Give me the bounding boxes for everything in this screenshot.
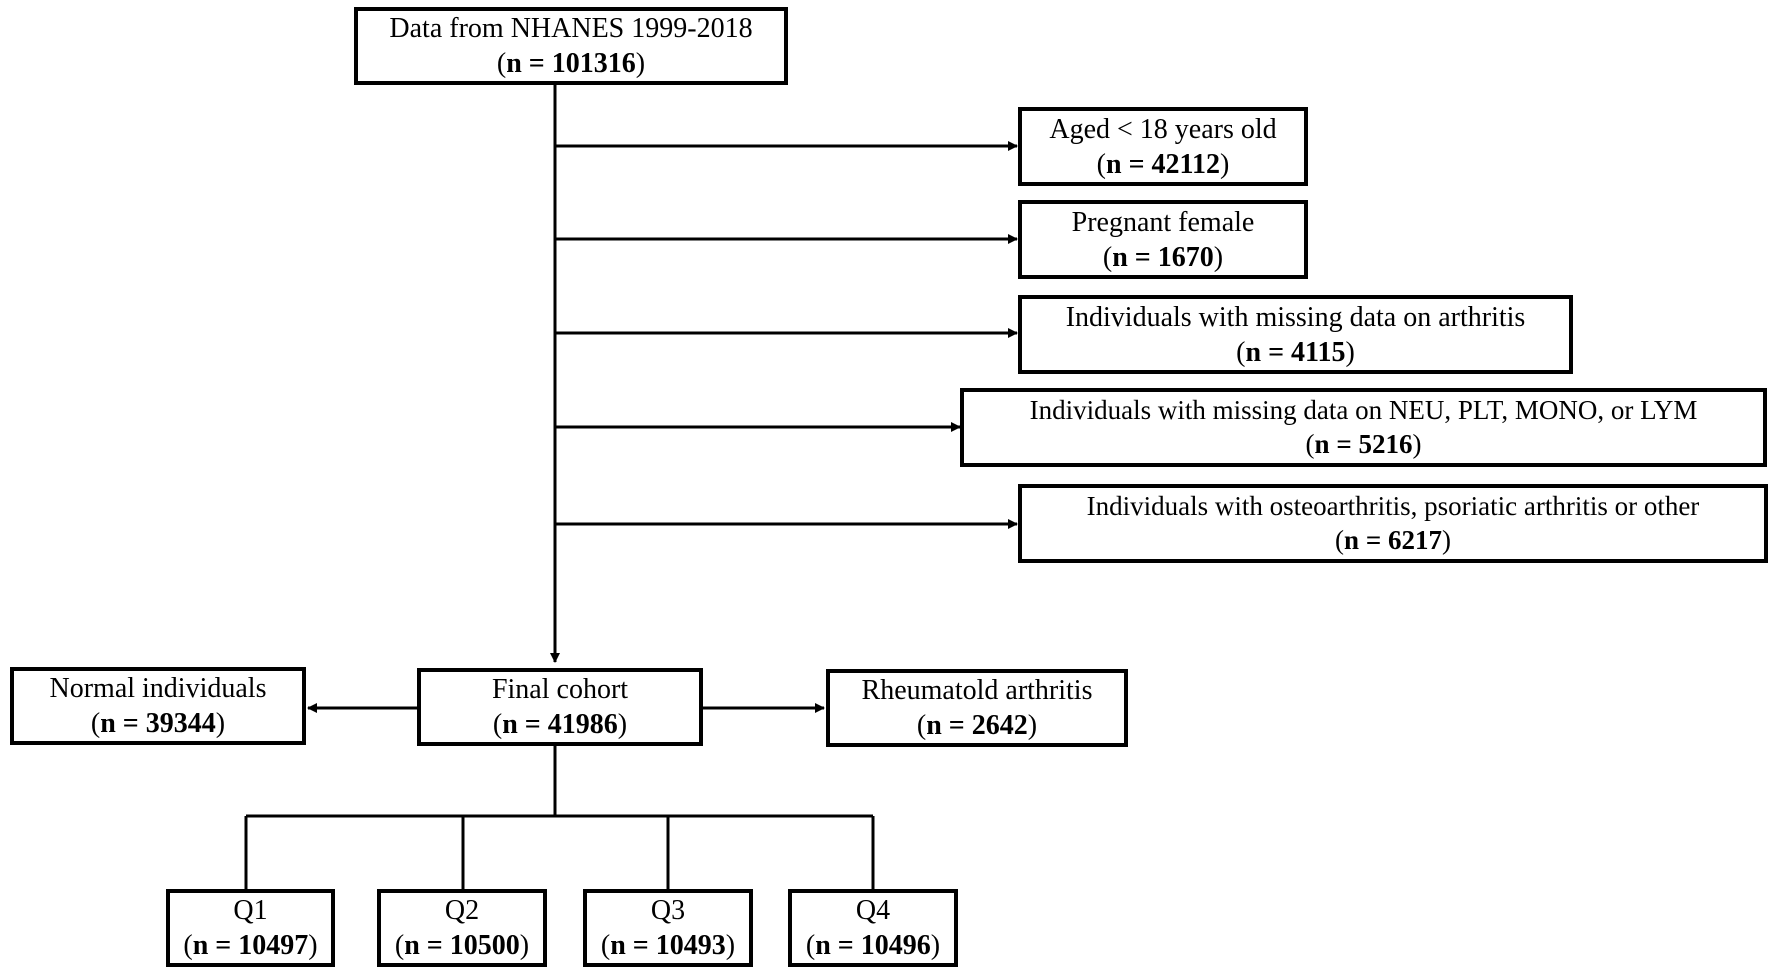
quartile-box-q1: Q1 (n = 10497)	[166, 889, 335, 967]
exclusion-n-label: n =	[1344, 524, 1388, 555]
normal-n-label: n =	[100, 708, 146, 739]
exclusion-title: Aged < 18 years old	[1049, 113, 1277, 145]
quartile-title: Q2	[444, 895, 480, 926]
exclusion-box-5: Individuals with osteoarthritis, psoriat…	[1018, 484, 1768, 563]
quartile-count: (n = 10497)	[183, 930, 318, 961]
final-cohort-box: Final cohort (n = 41986)	[417, 668, 703, 746]
exclusion-n-value: 6217	[1387, 524, 1442, 555]
quartile-n-label: n =	[815, 930, 861, 961]
source-n-label: n =	[506, 48, 552, 79]
ra-n-label: n =	[926, 710, 972, 741]
exclusion-n-label: n =	[1112, 241, 1158, 273]
normal-individuals-count: (n = 39344)	[90, 708, 226, 739]
quartile-n-label: n =	[610, 930, 656, 961]
quartile-box-q4: Q4 (n = 10496)	[788, 889, 958, 967]
exclusion-title: Individuals with missing data on arthrit…	[1065, 301, 1526, 333]
exclusion-n-value: 5216	[1358, 428, 1413, 459]
normal-n-value: 39344	[145, 708, 216, 739]
source-n-value: 101316	[551, 48, 636, 79]
quartile-box-q2: Q2 (n = 10500)	[377, 889, 547, 967]
final-cohort-n-value: 41986	[547, 709, 618, 740]
exclusion-title: Pregnant female	[1071, 206, 1255, 238]
final-cohort-title: Final cohort	[491, 674, 629, 705]
exclusion-count: (n = 4115)	[1236, 336, 1355, 368]
quartile-count: (n = 10496)	[805, 930, 941, 961]
ra-box: Rheumatold arthritis (n = 2642)	[826, 669, 1128, 747]
exclusion-count: (n = 1670)	[1102, 241, 1224, 273]
final-cohort-n-label: n =	[502, 709, 548, 740]
source-title: Data from NHANES 1999-2018	[389, 13, 753, 44]
quartile-count: (n = 10500)	[394, 930, 530, 961]
ra-n-value: 2642	[971, 710, 1028, 741]
ra-title: Rheumatold arthritis	[861, 675, 1093, 706]
final-cohort-count: (n = 41986)	[492, 709, 628, 740]
exclusion-count: (n = 42112)	[1096, 148, 1230, 180]
quartile-n-label: n =	[404, 930, 450, 961]
exclusion-title: Individuals with missing data on NEU, PL…	[1029, 394, 1698, 425]
quartile-n-label: n =	[192, 930, 239, 961]
exclusion-n-label: n =	[1245, 336, 1292, 368]
quartile-n-value: 10500	[449, 930, 520, 961]
quartile-count: (n = 10493)	[600, 930, 736, 961]
quartile-title: Q4	[855, 895, 891, 926]
quartile-n-value: 10493	[655, 930, 726, 961]
exclusion-title: Individuals with osteoarthritis, psoriat…	[1086, 490, 1700, 521]
quartile-title: Q3	[650, 895, 686, 926]
quartile-box-q3: Q3 (n = 10493)	[583, 889, 753, 967]
exclusion-count: (n = 5216)	[1305, 428, 1422, 459]
source-box: Data from NHANES 1999-2018 (n = 101316)	[354, 7, 788, 85]
exclusion-n-label: n =	[1314, 428, 1359, 459]
ra-count: (n = 2642)	[916, 710, 1038, 741]
exclusion-box-3: Individuals with missing data on arthrit…	[1018, 295, 1573, 374]
quartile-n-value: 10496	[860, 930, 931, 961]
normal-individuals-box: Normal individuals (n = 39344)	[10, 667, 306, 745]
exclusion-count: (n = 6217)	[1335, 524, 1451, 555]
quartile-title: Q1	[233, 895, 268, 926]
exclusion-n-value: 1670	[1157, 241, 1214, 273]
exclusion-n-value: 42112	[1151, 148, 1220, 180]
exclusion-box-2: Pregnant female (n = 1670)	[1018, 200, 1308, 279]
exclusion-box-4: Individuals with missing data on NEU, PL…	[960, 388, 1767, 467]
quartile-n-value: 10497	[238, 930, 309, 961]
exclusion-n-label: n =	[1106, 148, 1152, 180]
exclusion-box-1: Aged < 18 years old (n = 42112)	[1018, 107, 1308, 186]
exclusion-n-value: 4115	[1291, 336, 1346, 368]
source-count: (n = 101316)	[496, 48, 646, 79]
normal-individuals-title: Normal individuals	[49, 673, 267, 704]
